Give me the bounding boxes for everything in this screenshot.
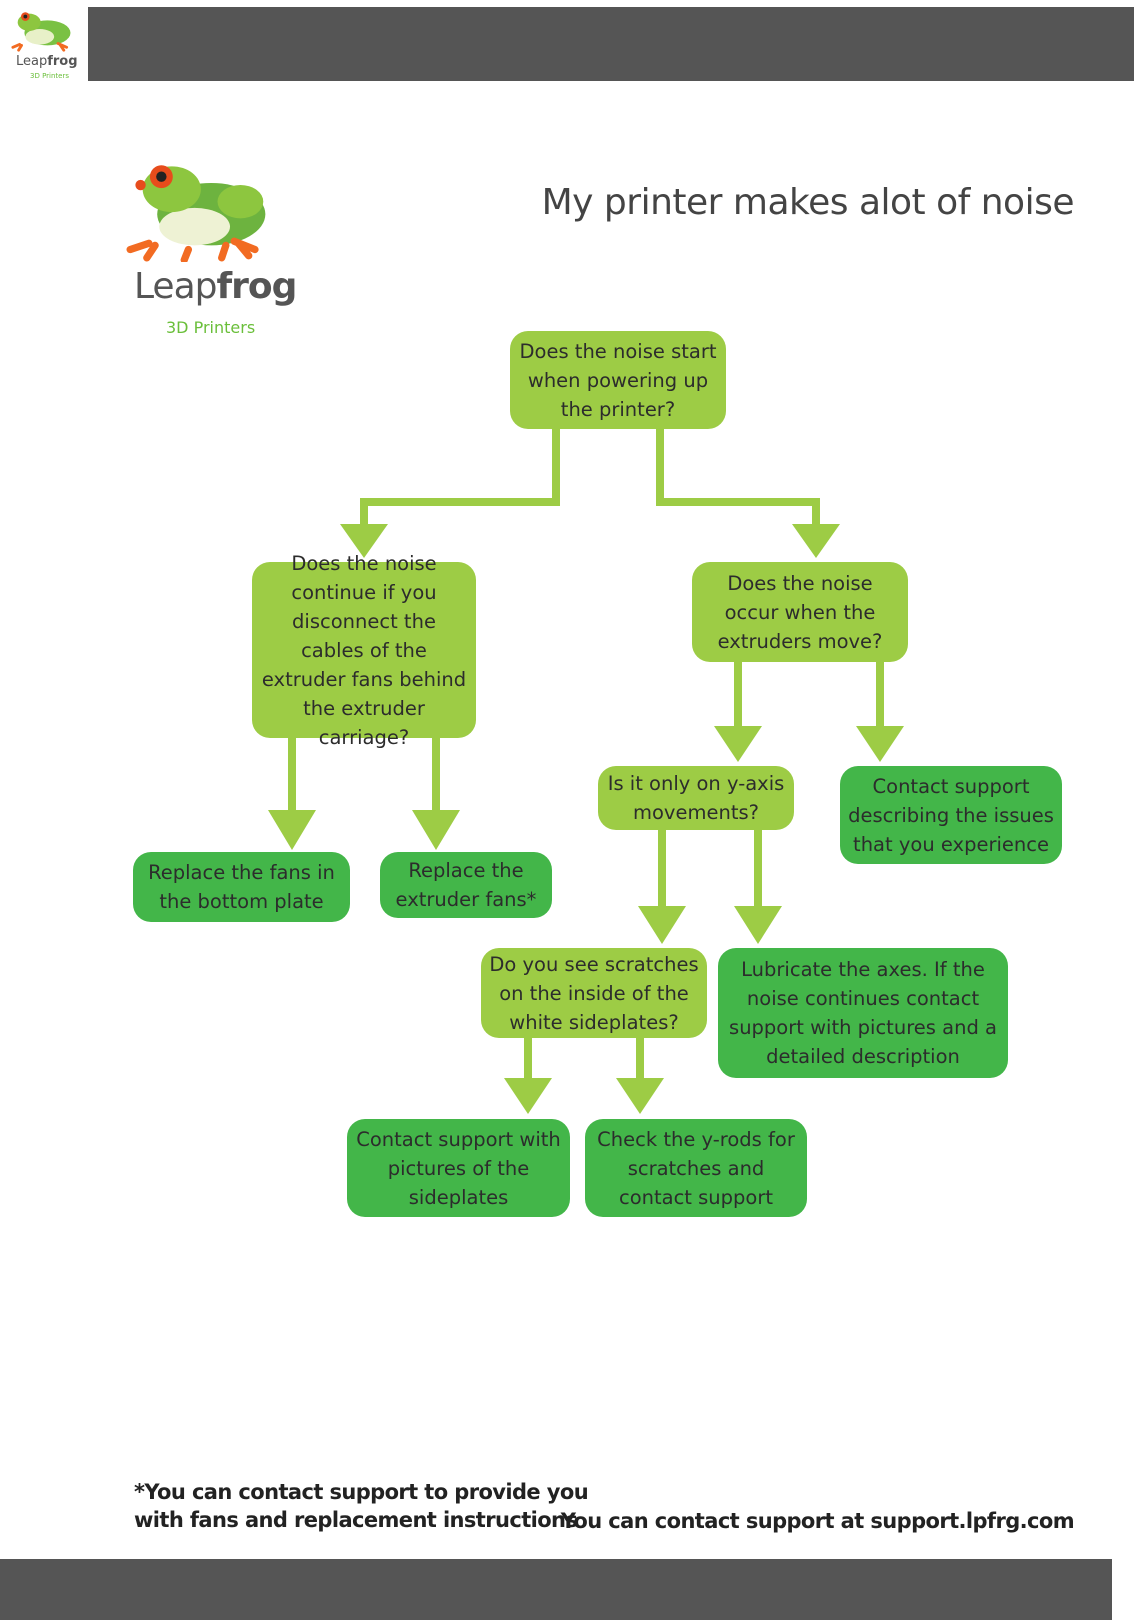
footnote-fans: *You can contact support to provide you … bbox=[134, 1480, 589, 1532]
question-fan-cables: Does the noise continue if you disconnec… bbox=[252, 552, 476, 749]
answer-check-y-rods: Check the y-rods for scratches and conta… bbox=[585, 1119, 807, 1217]
footer-bar bbox=[0, 1559, 1112, 1620]
frog-logo-icon bbox=[11, 12, 71, 52]
answer-lubricate: Lubricate the axes. If the noise continu… bbox=[718, 948, 1008, 1078]
header-bar bbox=[88, 7, 1134, 81]
answer-contact-describe: Contact support describing the issues th… bbox=[840, 766, 1062, 864]
question-power-up: Does the noise start when powering up th… bbox=[510, 331, 726, 429]
answer-replace-extruder-fans: Replace the extruder fans* bbox=[380, 852, 552, 918]
brand-tagline: 3D Printers bbox=[30, 72, 70, 80]
brand-name-light: Leap bbox=[16, 54, 48, 69]
question-scratches: Do you see scratches on the inside of th… bbox=[481, 948, 707, 1038]
frog-icon bbox=[126, 165, 266, 262]
brand-name-bold: frog bbox=[47, 54, 78, 69]
question-y-axis: Is it only on y-axis movements? bbox=[598, 766, 794, 830]
brand-tagline: 3D Printers bbox=[166, 318, 256, 337]
brand-name-bold: frog bbox=[216, 266, 297, 307]
question-extruders-move: Does the noise occur when the extruders … bbox=[692, 562, 908, 662]
answer-replace-bottom-fans: Replace the fans in the bottom plate bbox=[133, 852, 350, 922]
main-logo: Leapfrog 3D Printers bbox=[124, 158, 297, 338]
brand-name-light: Leap bbox=[134, 266, 217, 307]
answer-contact-pictures: Contact support with pictures of the sid… bbox=[347, 1119, 570, 1217]
support-contact: You can contact support at support.lpfrg… bbox=[560, 1509, 1075, 1533]
page-title: My printer makes alot of noise bbox=[541, 182, 1075, 223]
header-logo: Leapfrog 3D Printers bbox=[10, 6, 82, 86]
